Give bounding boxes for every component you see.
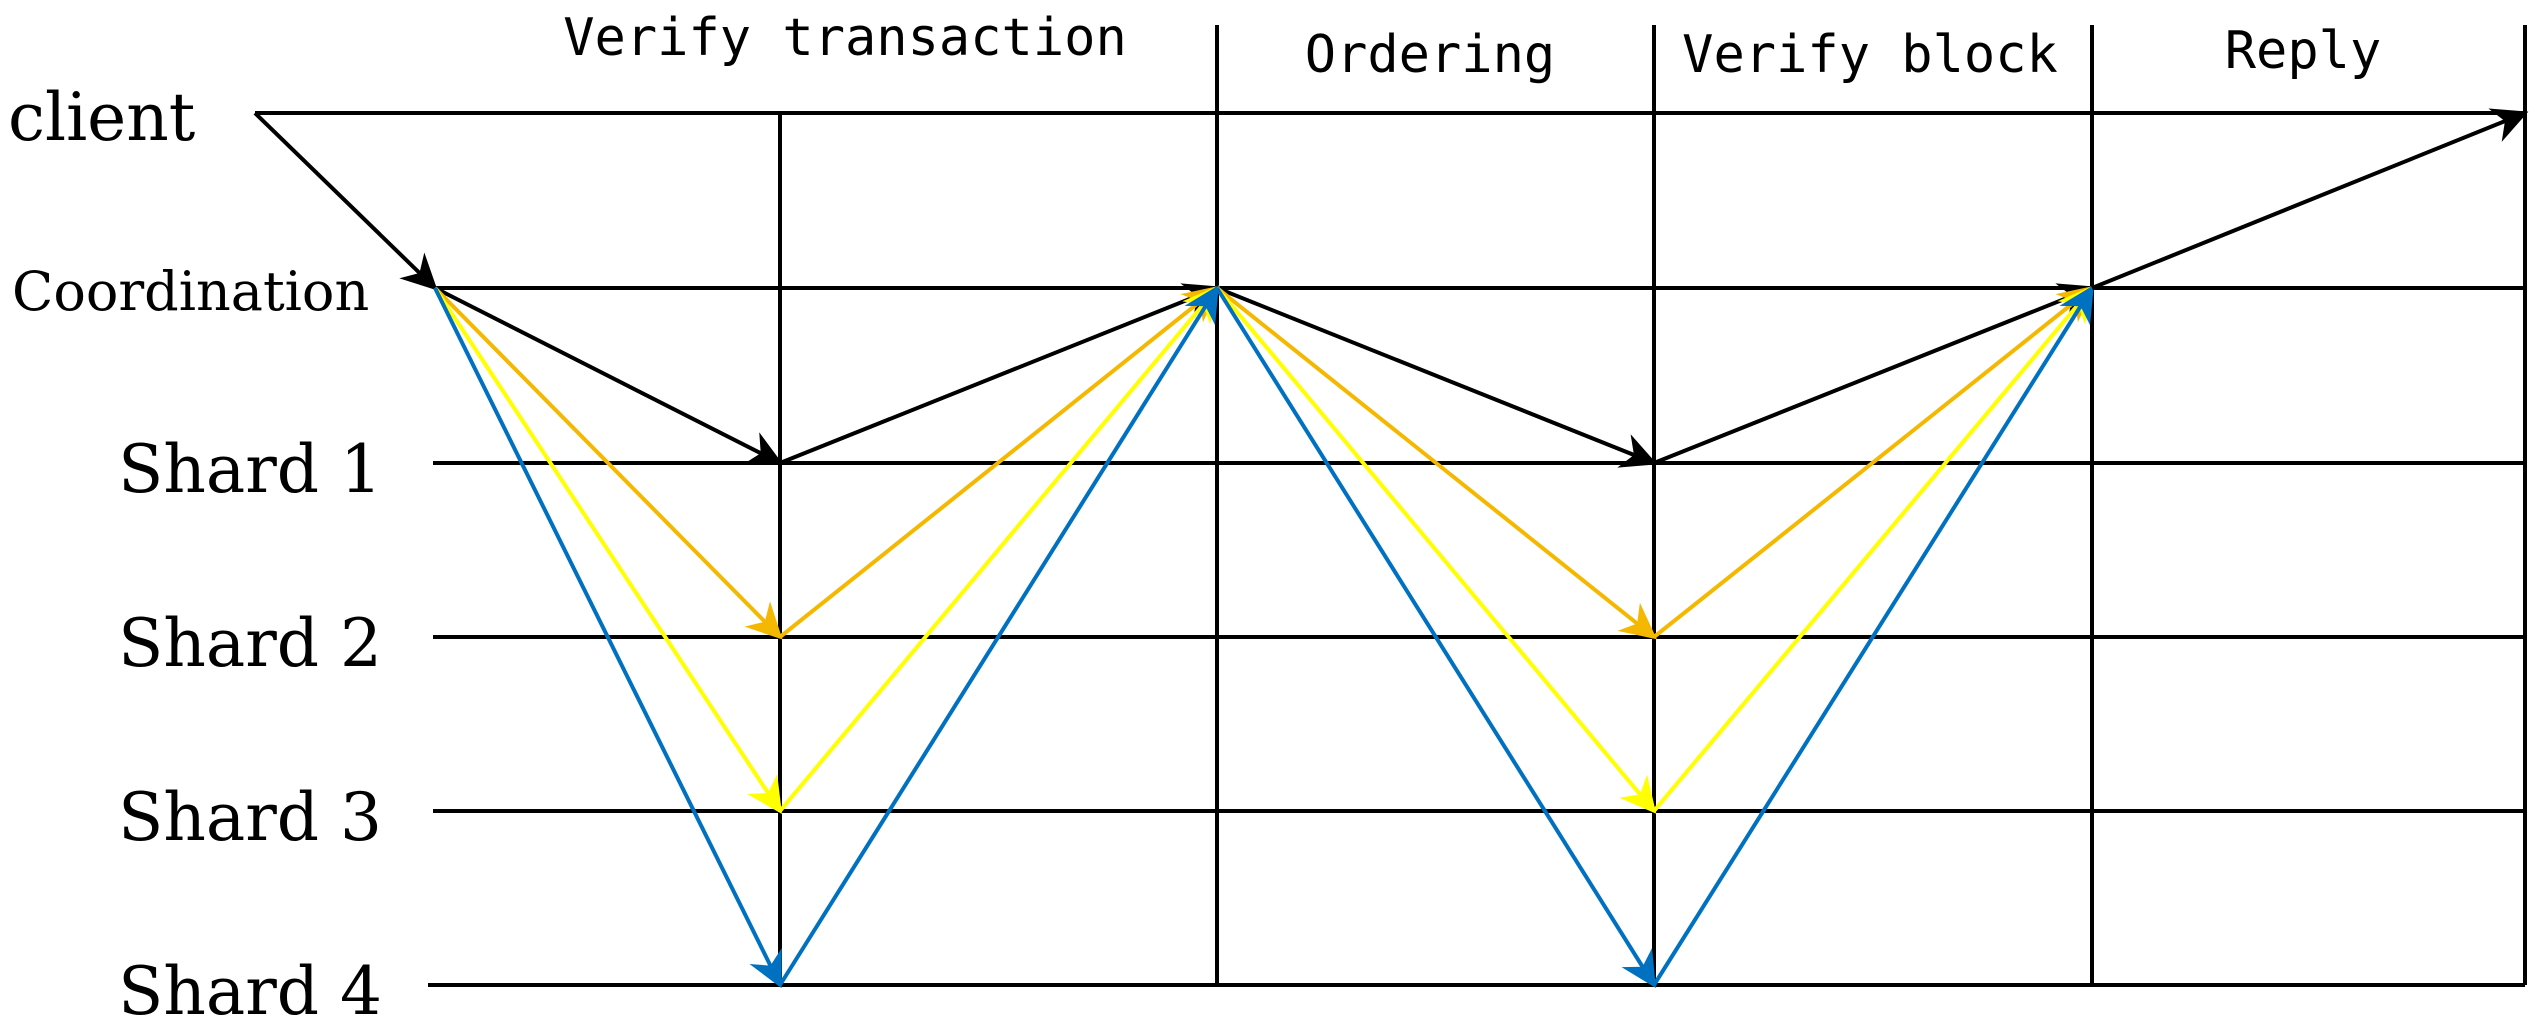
message-arrow-client-to-coordination bbox=[253, 111, 438, 291]
message-arrow-shard-2-to-coordination bbox=[778, 285, 1220, 639]
phase-grid-lines bbox=[778, 25, 2527, 985]
lane-label-shard-2: Shard 2 bbox=[118, 605, 382, 682]
message-arrow-shard-1-to-coordination bbox=[1653, 283, 2096, 465]
message-arrows bbox=[253, 108, 2529, 989]
phase-label-ordering: Ordering bbox=[1305, 25, 1555, 85]
message-arrow-coordination-to-shard-3 bbox=[433, 286, 782, 815]
message-arrow-coordination-to-shard-4 bbox=[1215, 286, 1656, 989]
message-arrow-coordination-to-shard-1 bbox=[434, 286, 784, 465]
phase-label-verify-block: Verify block bbox=[1682, 25, 2058, 85]
lane-label-shard-4: Shard 4 bbox=[118, 953, 382, 1023]
phase-label-verify-transaction: Verify transaction bbox=[563, 8, 1127, 68]
message-arrow-shard-3-to-coordination bbox=[1652, 285, 2095, 813]
message-arrow-coordination-to-shard-2 bbox=[1215, 286, 1657, 640]
message-arrow-coordination-to-shard-3 bbox=[1215, 286, 1657, 814]
phase-label-reply: Reply bbox=[2225, 21, 2382, 81]
lane-lines bbox=[255, 111, 2525, 987]
lane-label-client: client bbox=[8, 79, 195, 156]
phase-labels: Verify transaction Ordering Verify block… bbox=[563, 8, 2381, 85]
message-arrow-coordination-to-shard-4 bbox=[433, 287, 782, 989]
lane-label-coordination: Coordination bbox=[12, 260, 369, 323]
message-arrow-shard-2-to-coordination bbox=[1652, 285, 2095, 639]
message-arrow-coordination-to-shard-2 bbox=[433, 286, 783, 640]
lane-label-shard-3: Shard 3 bbox=[118, 779, 382, 856]
lane-label-shard-1: Shard 1 bbox=[118, 431, 382, 508]
message-arrow-shard-3-to-coordination bbox=[778, 285, 1220, 813]
message-arrow-shard-4-to-coordination bbox=[1652, 284, 2094, 987]
message-arrow-coordination-to-client bbox=[2091, 108, 2529, 290]
message-arrow-shard-1-to-coordination bbox=[779, 283, 1221, 465]
lane-labels: client Coordination Shard 1 Shard 2 Shar… bbox=[8, 79, 382, 1023]
message-arrow-coordination-to-shard-1 bbox=[1216, 286, 1658, 468]
message-arrow-shard-4-to-coordination bbox=[778, 284, 1219, 987]
